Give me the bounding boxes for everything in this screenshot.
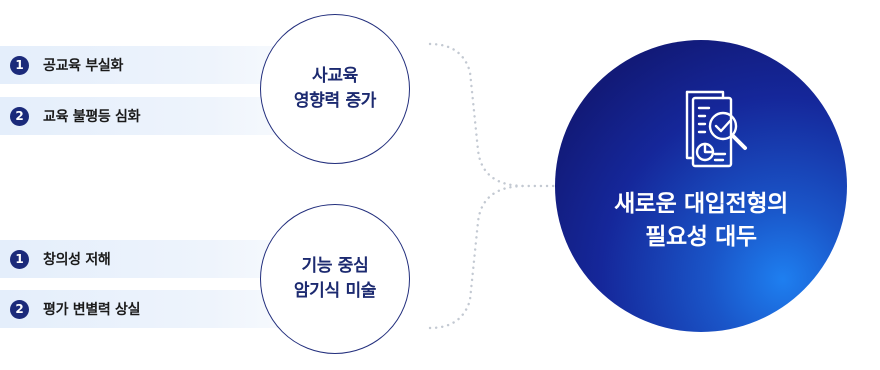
circle-title-line: 기능 중심 (301, 256, 369, 276)
number-badge: 2 (10, 106, 29, 126)
list-item: 1 창의성 저해 (0, 240, 300, 278)
circle-title-line: 영향력 증가 (293, 91, 377, 111)
item-label: 평가 변별력 상실 (43, 302, 141, 318)
number-badge: 2 (10, 299, 29, 319)
connector-bottom (428, 184, 527, 330)
item-label: 창의성 저해 (43, 252, 111, 268)
item-label: 교육 불평등 심화 (43, 109, 141, 125)
list-item: 1 공교육 부실화 (0, 46, 300, 84)
list-item: 2 평가 변별력 상실 (0, 290, 300, 328)
result-title-line: 새로운 대입전형의 (614, 191, 788, 217)
result-circle: 새로운 대입전형의 필요성 대두 (555, 40, 847, 332)
item-label: 공교육 부실화 (43, 58, 124, 74)
number-badge: 1 (10, 55, 29, 75)
list-item: 2 교육 불평등 심화 (0, 97, 300, 135)
result-title-line: 필요성 대두 (645, 224, 757, 250)
cause-circle-private-education: 사교육 영향력 증가 (260, 14, 410, 164)
number-badge: 1 (10, 249, 29, 269)
circle-title-line: 암기식 미술 (293, 281, 377, 301)
connector-top (428, 42, 562, 188)
document-search-icon (685, 90, 747, 168)
circle-title-line: 사교육 (311, 66, 359, 86)
result-text: 새로운 대입전형의 필요성 대두 (555, 188, 847, 254)
cause-circle-rote-art: 기능 중심 암기식 미술 (260, 204, 410, 354)
